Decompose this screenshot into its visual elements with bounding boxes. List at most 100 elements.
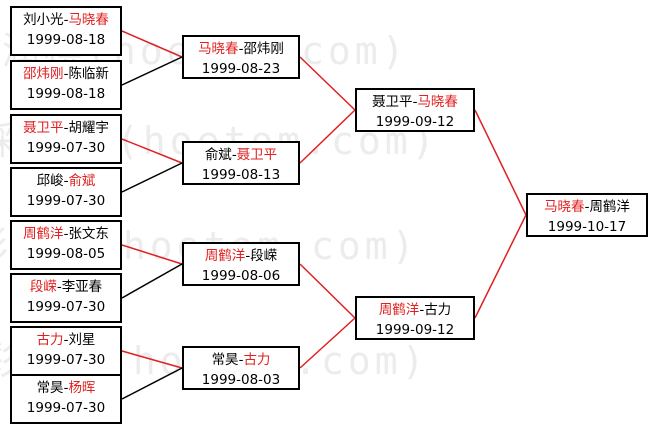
separator-dash: -	[63, 66, 69, 82]
player-name: 邵炜刚	[243, 41, 284, 57]
player-name: 周鹤洋	[23, 226, 64, 242]
bracket-connector	[299, 317, 356, 369]
round2-match-box: 常昊-古力 1999-08-03	[182, 346, 300, 390]
match-date: 1999-08-03	[201, 372, 281, 388]
match-date: 1999-07-30	[26, 352, 106, 368]
separator-dash: -	[63, 332, 69, 348]
match-players: 马晓春-周鹤洋	[528, 197, 646, 217]
separator-dash: -	[245, 248, 251, 264]
match-date: 1999-07-30	[26, 140, 106, 156]
bracket-connector	[474, 214, 527, 319]
bracket-connector	[121, 367, 183, 400]
player-name: 马晓春	[198, 41, 239, 57]
match-players: 邱峻-俞斌	[12, 171, 120, 191]
player-name: 聂卫平	[23, 120, 64, 136]
player-name: 杨晖	[68, 380, 96, 396]
match-date: 1999-07-30	[26, 400, 106, 416]
player-name: 李亚春	[61, 279, 103, 295]
separator-dash: -	[419, 302, 425, 318]
match-players: 俞斌-聂卫平	[184, 145, 298, 165]
player-name: 古力	[243, 352, 271, 368]
match-players: 刘小光-马晓春	[12, 10, 120, 30]
bracket-connector	[121, 162, 183, 193]
separator-dash: -	[231, 147, 237, 163]
player-name: 刘小光	[23, 12, 64, 28]
match-players: 马晓春-邵炜刚	[184, 39, 298, 59]
round1-match-box: 邱峻-俞斌 1999-07-30	[10, 167, 122, 217]
match-players: 周鹤洋-张文东	[12, 224, 120, 244]
bracket-connector	[121, 350, 183, 369]
match-date: 1999-09-12	[375, 114, 455, 130]
player-name: 古力	[36, 332, 64, 348]
match-players: 常昊-杨晖	[12, 378, 120, 398]
match-players: 古力-刘星	[12, 330, 120, 350]
match-date: 1999-10-17	[547, 219, 627, 235]
player-name: 聂卫平	[372, 94, 413, 110]
player-name: 胡耀宇	[68, 120, 109, 136]
match-date: 1999-07-30	[26, 193, 106, 209]
player-name: 邱峻	[36, 173, 64, 189]
round1-match-box: 刘小光-马晓春 1999-08-18	[10, 6, 122, 56]
match-players: 聂卫平-胡耀宇	[12, 118, 120, 138]
round3-match-box: 聂卫平-马晓春 1999-09-12	[355, 88, 475, 132]
round1-match-box: 邵炜刚-陈临新 1999-08-18	[10, 60, 122, 110]
player-name: 张文东	[68, 226, 109, 242]
round2-match-box: 周鹤洋-段嵘 1999-08-06	[182, 242, 300, 286]
player-name: 俞斌	[204, 147, 232, 163]
player-name: 常昊	[36, 380, 64, 396]
match-players: 段嵘-李亚春	[12, 277, 120, 297]
match-date: 1999-07-30	[26, 299, 106, 315]
final-match-box: 马晓春-周鹤洋 1999-10-17	[526, 193, 648, 237]
separator-dash: -	[56, 279, 62, 295]
separator-dash: -	[63, 380, 69, 396]
player-name: 段嵘	[29, 279, 57, 295]
round1-match-box: 周鹤洋-张文东 1999-08-05	[10, 220, 122, 270]
separator-dash: -	[63, 120, 69, 136]
player-name: 常昊	[211, 352, 239, 368]
round3-match-box: 周鹤洋-古力 1999-09-12	[355, 296, 475, 340]
player-name: 马晓春	[544, 199, 585, 215]
bracket-connector	[121, 138, 183, 164]
round2-match-box: 马晓春-邵炜刚 1999-08-23	[182, 35, 300, 79]
round2-match-box: 俞斌-聂卫平 1999-08-13	[182, 141, 300, 185]
player-name: 周鹤洋	[378, 302, 420, 318]
match-players: 邵炜刚-陈临新	[12, 64, 120, 84]
player-name: 陈临新	[68, 66, 109, 82]
player-name: 马晓春	[417, 94, 458, 110]
match-players: 常昊-古力	[184, 350, 298, 370]
bracket-connector	[474, 109, 527, 216]
match-date: 1999-09-12	[375, 322, 455, 338]
round1-match-box: 聂卫平-胡耀宇 1999-07-30	[10, 114, 122, 164]
match-date: 1999-08-05	[26, 246, 106, 262]
bracket-connector	[121, 244, 183, 265]
bracket-connector	[299, 56, 356, 111]
round1-match-box: 段嵘-李亚春 1999-07-30	[10, 273, 122, 323]
player-name: 周鹤洋	[589, 199, 630, 215]
player-name: 段嵘	[250, 248, 278, 264]
match-date: 1999-08-13	[201, 167, 281, 183]
match-date: 1999-08-18	[26, 32, 106, 48]
match-players: 聂卫平-马晓春	[357, 92, 473, 112]
bracket-connector	[121, 30, 183, 58]
bracket-connector	[121, 56, 183, 86]
separator-dash: -	[63, 173, 69, 189]
bracket-connector	[299, 109, 356, 164]
separator-dash: -	[63, 12, 69, 28]
match-players: 周鹤洋-段嵘	[184, 246, 298, 266]
player-name: 邵炜刚	[23, 66, 64, 82]
player-name: 周鹤洋	[204, 248, 246, 264]
bracket-connector	[299, 263, 356, 319]
player-name: 马晓春	[68, 12, 109, 28]
match-date: 1999-08-18	[26, 86, 106, 102]
round1-match-box: 常昊-杨晖 1999-07-30	[10, 374, 122, 424]
match-players: 周鹤洋-古力	[357, 300, 473, 320]
match-date: 1999-08-06	[201, 268, 281, 284]
separator-dash: -	[238, 352, 244, 368]
player-name: 聂卫平	[236, 147, 278, 163]
separator-dash: -	[63, 226, 69, 242]
separator-dash: -	[412, 94, 418, 110]
bracket-connector	[121, 263, 183, 299]
separator-dash: -	[584, 199, 590, 215]
match-date: 1999-08-23	[201, 61, 281, 77]
